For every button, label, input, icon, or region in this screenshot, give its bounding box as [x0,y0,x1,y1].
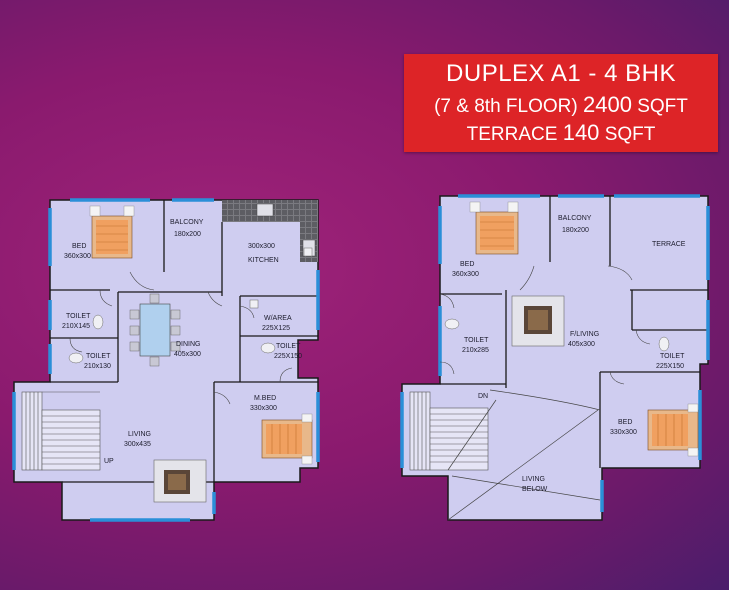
upper-toilet1-size: 210x285 [462,347,489,354]
lower-master-bed-furniture [261,413,313,465]
title-banner: DUPLEX A1 - 4 BHK (7 & 8th FLOOR) 2400 S… [404,54,718,152]
living-size: 300x435 [124,441,151,448]
banner-terrace-unit: SQFT [599,124,656,145]
lower-toilet3-label: TOILET [276,343,301,350]
lower-bed-furniture [89,205,135,259]
kitchen-sink [256,203,274,217]
lower-balcony-label: BALCONY [170,219,204,226]
upper-bed2-label: BED [618,419,632,426]
upper-bed2-size: 330x300 [610,429,637,436]
warea-label: W/AREA [264,315,292,322]
lower-toilet1-size: 210X145 [62,323,90,330]
fliving-size: 405x300 [568,341,595,348]
dining-size: 405x300 [174,351,201,358]
fliving-label: F/LIVING [570,331,599,338]
kitchen-counter [222,200,318,262]
upper-toilet2-label: TOILET [660,353,685,360]
banner-floor-area: (7 & 8th FLOOR) 2400 SQFT [404,92,718,118]
upper-bed-size: 360x300 [452,271,479,278]
dining-table [129,293,181,367]
terrace-label: TERRACE [652,241,686,248]
banner-terrace-area-value: 140 [562,120,600,145]
mbed-size: 330x300 [250,405,277,412]
banner-terrace-label: TERRACE [466,124,563,145]
stair-down-label: DN [478,393,488,400]
banner-title: DUPLEX A1 - 4 BHK [446,60,676,87]
kitchen-label: KITCHEN [248,257,279,264]
upper-staircase [409,391,489,471]
lower-toilet3-size: 225X150 [274,353,302,360]
living-below-sublabel: BELOW [522,486,548,493]
lower-toilet1-label: TOILET [66,313,91,320]
upper-bed-furniture [469,201,519,255]
upper-bed-label: BED [460,261,474,268]
lower-toilet2-label: TOILET [86,353,111,360]
lower-bed-label: BED [72,243,86,250]
lower-bed-size: 360x300 [64,253,91,260]
stair-up-label: UP [104,458,114,465]
living-below-label: LIVING [522,476,545,483]
dining-label: DINING [176,341,201,348]
banner-floor-unit: SQFT [631,96,688,117]
lower-floor-plan: BED 360x300 BALCONY 180x200 300x300 KITC… [12,198,320,522]
upper-floor-plan: BED 360x300 BALCONY 180x200 TERRACE TOIL… [400,194,710,521]
warea-size: 225X125 [262,325,290,332]
banner-floor-area-value: 2400 [582,92,632,117]
kitchen-size: 300x300 [248,243,275,250]
banner-floor-label: (7 & 8th FLOOR) [434,96,583,117]
upper-toilet2-size: 225X150 [656,363,684,370]
upper-balcony-size: 180x200 [562,227,589,234]
living-label: LIVING [128,431,151,438]
lower-sofa-set [153,459,207,503]
upper-sofa-set [511,295,565,347]
living-below-void [447,389,601,521]
banner-terrace-area: TERRACE 140 SQFT [404,120,718,146]
mbed-label: M.BED [254,395,276,402]
lower-toilet2-size: 210x130 [84,363,111,370]
upper-balcony-label: BALCONY [558,215,592,222]
upper-toilet1-label: TOILET [464,337,489,344]
upper-bed2-furniture [647,403,699,457]
lower-balcony-size: 180x200 [174,231,201,238]
lower-staircase [21,391,101,471]
